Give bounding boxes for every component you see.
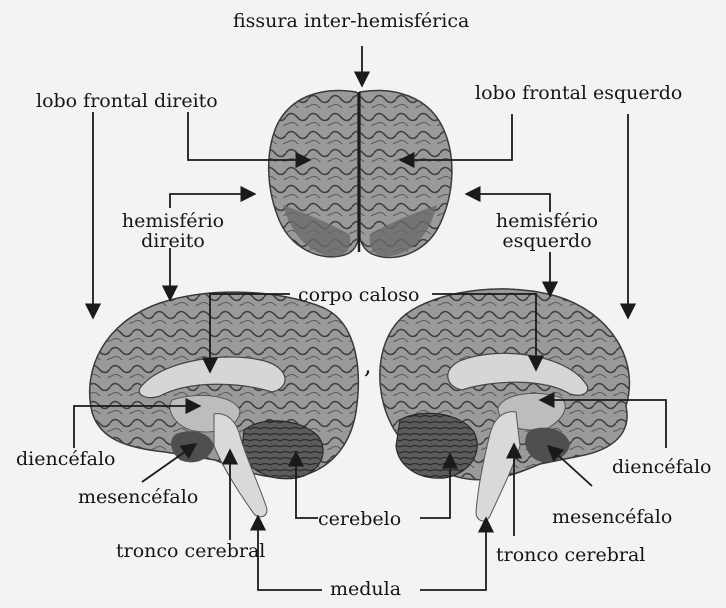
label-diencephalon-left: diencéfalo — [16, 448, 115, 470]
label-left-hemisphere-line1: hemisfério — [486, 210, 608, 232]
label-left-hemisphere-line2: esquerdo — [486, 230, 608, 252]
frontal-view-brain — [269, 90, 452, 257]
label-mesencephalon-right: mesencéfalo — [552, 506, 672, 528]
left-hemisphere-sagittal — [380, 289, 630, 521]
arrow-medula-left — [258, 516, 322, 590]
label-right-frontal-lobe: lobo frontal direito — [36, 90, 218, 112]
label-right-hemisphere-line2: direito — [112, 230, 234, 252]
separator-comma: , — [364, 354, 372, 376]
label-fissure: fissura inter-hemisférica — [233, 10, 469, 32]
label-corpus-callosum: corpo caloso — [298, 284, 419, 306]
label-cerebellum: cerebelo — [318, 508, 401, 530]
label-brainstem-left: tronco cerebral — [116, 540, 265, 562]
label-brainstem-right: tronco cerebral — [496, 544, 645, 566]
label-diencephalon-right: diencéfalo — [612, 456, 711, 478]
arrow-medula-right — [420, 518, 486, 590]
arrow-right-hemisphere — [170, 194, 255, 208]
label-left-frontal-lobe: lobo frontal esquerdo — [475, 82, 682, 104]
label-mesencephalon-left: mesencéfalo — [78, 486, 198, 508]
cerebellum-right-shape — [396, 413, 477, 478]
right-hemisphere-sagittal — [90, 292, 359, 517]
label-spinal-cord: medula — [330, 578, 401, 600]
label-right-hemisphere-line1: hemisfério — [112, 210, 234, 232]
